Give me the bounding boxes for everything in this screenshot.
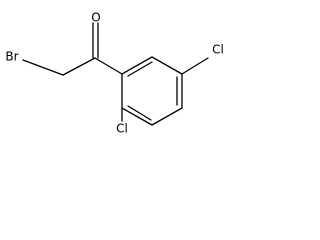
ring-bond-c4-c5 <box>151 107 183 126</box>
ring-inner-bond-1 <box>127 61 153 77</box>
ring-bond-c5-c6 <box>121 107 153 126</box>
chlorine-bottom-label: Cl <box>116 122 128 136</box>
chlorine-top-right-label: Cl <box>212 43 224 57</box>
chlorine-top-right-bond <box>181 57 209 75</box>
ch2-carbonyl-bond <box>62 57 96 76</box>
ring-bond-c1-c2 <box>121 56 153 75</box>
bromine-ch2-bond <box>22 59 64 76</box>
carbonyl-ring-bond <box>94 57 123 75</box>
chemical-structure-diagram: O Br Cl Cl <box>5 11 224 136</box>
bromine-label: Br <box>5 50 18 64</box>
ring-bond-c2-c3 <box>151 56 183 75</box>
oxygen-label: O <box>91 11 100 25</box>
ring-inner-bond-3 <box>127 105 152 121</box>
